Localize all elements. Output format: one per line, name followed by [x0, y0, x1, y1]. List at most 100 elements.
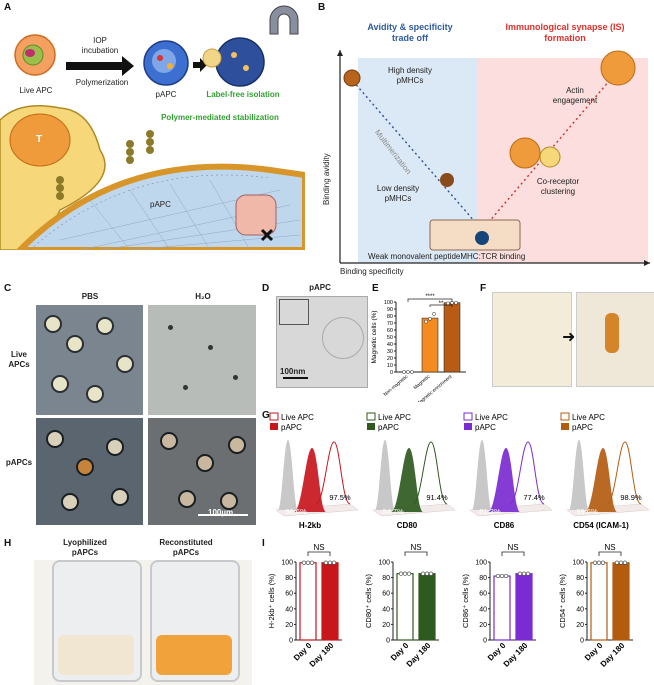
panel-label-c: C	[4, 283, 12, 294]
g-legend-papc: pAPC	[281, 423, 302, 432]
g-legend-papc-swatch	[561, 423, 569, 430]
g-papc-pct: 84.7%	[382, 507, 404, 516]
i-ytick-label: 20	[479, 622, 487, 629]
e-ytick-label: 10	[387, 363, 393, 369]
g-histogram-control	[472, 440, 492, 510]
e-sig-bracket-1	[407, 298, 453, 302]
tem-image	[276, 296, 368, 388]
i-sig: NS	[313, 543, 324, 552]
i-bar	[418, 573, 436, 641]
vial-after-photo	[576, 292, 654, 387]
g-histogram-live	[606, 441, 642, 505]
i-ylabel: CD86⁺ cells (%)	[461, 574, 470, 628]
i-bar	[493, 575, 511, 641]
i-ytick-label: 100	[281, 560, 293, 567]
low-density-2: pMHCs	[384, 194, 412, 203]
vial-photo-h	[34, 560, 252, 685]
g-legend-live: Live APC	[572, 413, 605, 422]
g-papc-pct: 81.3%	[479, 507, 501, 516]
i-sig: NS	[410, 543, 421, 552]
t-cell-label: T	[36, 134, 43, 145]
i-point	[622, 560, 628, 565]
e-ytick-label: 80	[387, 314, 393, 320]
i-ytick-label: 40	[479, 606, 487, 613]
i-ytick-label: 0	[483, 638, 487, 645]
panel-b-diagram	[337, 50, 650, 266]
e-ytick-label: 0	[390, 370, 393, 376]
i-xtick-label: Day 180	[502, 641, 530, 669]
panel-label-a: A	[4, 2, 12, 13]
tem-title: pAPC	[309, 283, 331, 292]
g-legend-live-swatch	[560, 412, 570, 421]
g-histogram-live	[412, 441, 448, 505]
g-legend-live: Live APC	[281, 413, 314, 422]
i-point	[406, 571, 412, 576]
e-point	[428, 316, 432, 321]
i-sig-bracket	[404, 551, 428, 556]
i-point	[398, 571, 404, 576]
e-point	[424, 319, 428, 324]
g-marker-label: CD86	[494, 521, 515, 530]
i-bar	[515, 573, 533, 641]
e-point	[410, 370, 414, 374]
i-ytick-label: 100	[475, 560, 487, 567]
arrow-icon: ➜	[562, 329, 576, 346]
g-legend-papc: pAPC	[475, 423, 496, 432]
g-histogram-live	[315, 441, 351, 505]
i-point	[517, 571, 523, 576]
micrograph-live-h2o	[148, 305, 256, 415]
papc-label: pAPC	[155, 90, 177, 99]
e-xtick-label: Magnetic	[413, 374, 432, 391]
panel-label-b: B	[318, 2, 326, 13]
i-point	[614, 560, 620, 565]
e-ytick-label: 40	[387, 342, 393, 348]
i-ylabel: CD80⁺ cells (%)	[364, 574, 373, 628]
i-sig-bracket	[501, 551, 525, 556]
high-density-2: pMHCs	[396, 76, 424, 85]
i-ytick-label: 0	[580, 638, 584, 645]
avidity-tradeoff-title-1: Avidity & specificity	[367, 22, 453, 32]
live-apc-label: Live APC	[19, 86, 53, 95]
i-ytick-label: 80	[479, 575, 487, 582]
i-point	[503, 573, 509, 579]
reconstituted-2: pAPCs	[172, 548, 200, 557]
i-point	[424, 571, 430, 576]
g-histogram-papc	[585, 448, 617, 512]
panel-label-i: I	[262, 538, 265, 549]
i-bar	[612, 562, 630, 641]
is-formation-title-2: formation	[544, 33, 586, 43]
e-point	[454, 300, 458, 305]
i-point	[305, 560, 311, 565]
i-bar	[321, 562, 339, 641]
lyophilized-1: Lyophilized	[63, 538, 107, 547]
polymer-stabilization: Polymer-mediated stabilization	[161, 113, 279, 122]
i-point	[327, 560, 333, 565]
i-xtick-label: Day 180	[308, 641, 336, 669]
i-point	[301, 560, 307, 565]
binding-avidity-axis: Binding avidity	[322, 153, 331, 205]
g-histogram-live	[509, 441, 545, 505]
g-legend-papc: pAPC	[572, 423, 593, 432]
i-point	[596, 560, 602, 565]
i-ylabel: CD54⁺ cells (%)	[558, 574, 567, 628]
panel-label-h: H	[4, 538, 12, 549]
i-ytick-label: 20	[382, 622, 390, 629]
i-ytick-label: 40	[382, 606, 390, 613]
g-histogram-control	[375, 440, 395, 510]
e-ytick-label: 100	[384, 300, 393, 306]
g-marker-label: H-2kb	[299, 521, 321, 530]
i-ytick-label: 60	[479, 591, 487, 598]
i-ylabel: H-2kb⁺ cells (%)	[267, 573, 276, 628]
pbs-header: PBS	[81, 292, 99, 301]
e-ytick-label: 50	[387, 335, 393, 341]
i-ytick-label: 60	[382, 591, 390, 598]
weak-binding-label: Weak monovalent peptideMHC:TCR binding	[368, 252, 526, 261]
e-ylabel: Magnetic cells (%)	[371, 310, 378, 363]
panel-label-g: G	[262, 410, 270, 421]
g-marker-label: CD54 (ICAM-1)	[573, 521, 629, 530]
e-sig-1: ****	[425, 294, 435, 300]
scale-bar-100um: 100µm	[208, 508, 234, 517]
g-live-pct: 77.4%	[523, 493, 545, 502]
i-point	[420, 571, 426, 576]
e-xtick-label: Non-magnetic	[383, 374, 410, 398]
